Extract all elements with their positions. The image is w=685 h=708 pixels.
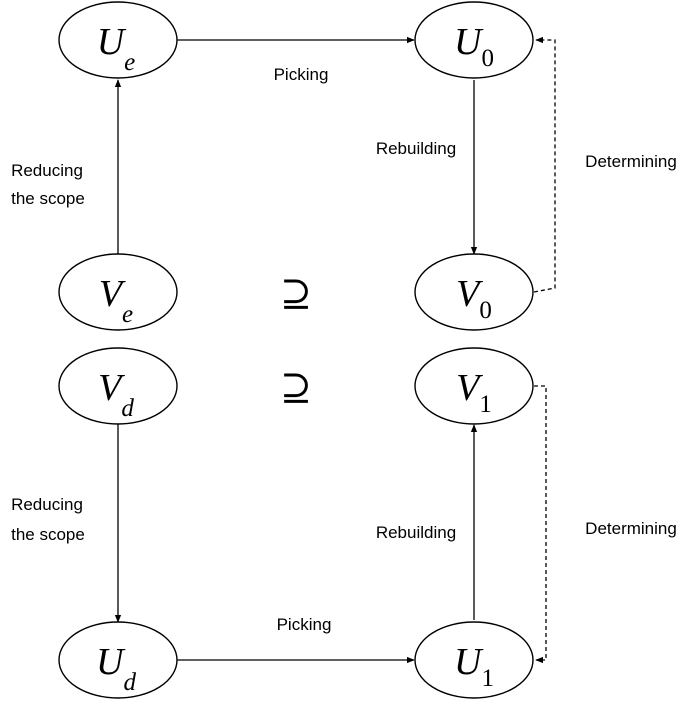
label-reducing-bottom-line1: Reducing: [11, 495, 83, 514]
label-rebuilding-top: Rebuilding: [376, 139, 456, 158]
svg-text:Ve: Ve: [99, 273, 133, 328]
label-picking-bottom: Picking: [277, 615, 332, 634]
node-ud: Ud: [58, 621, 178, 699]
svg-text:Ue: Ue: [97, 21, 136, 76]
node-ve: Ve: [58, 253, 178, 331]
edge-v0-to-u0-dashed: [533, 36, 556, 293]
label-determining-top: Determining: [585, 152, 677, 171]
label-determining-bottom: Determining: [585, 519, 677, 538]
node-v0: V0: [414, 253, 534, 331]
node-ue: Ue: [58, 1, 178, 79]
node-v1: V1: [414, 347, 534, 425]
svg-text:U1: U1: [454, 641, 494, 692]
svg-text:Ud: Ud: [96, 641, 136, 696]
label-reducing-top-line1: Reducing: [11, 161, 83, 180]
label-reducing-bottom-line2: the scope: [11, 525, 85, 544]
superset-symbol-bottom: ⊇: [280, 365, 312, 409]
svg-text:V0: V0: [456, 273, 492, 324]
node-u0: U0: [414, 1, 534, 79]
svg-text:Vd: Vd: [98, 367, 134, 422]
label-rebuilding-bottom: Rebuilding: [376, 523, 456, 542]
label-reducing-top-line2: the scope: [11, 189, 85, 208]
svg-text:U0: U0: [454, 21, 494, 72]
node-vd: Vd: [58, 347, 178, 425]
svg-text:V1: V1: [456, 367, 492, 418]
label-picking-top: Picking: [274, 65, 329, 84]
node-u1: U1: [414, 621, 534, 699]
superset-symbol-top: ⊇: [280, 271, 312, 315]
edge-v1-to-u1-dashed: [534, 385, 547, 664]
